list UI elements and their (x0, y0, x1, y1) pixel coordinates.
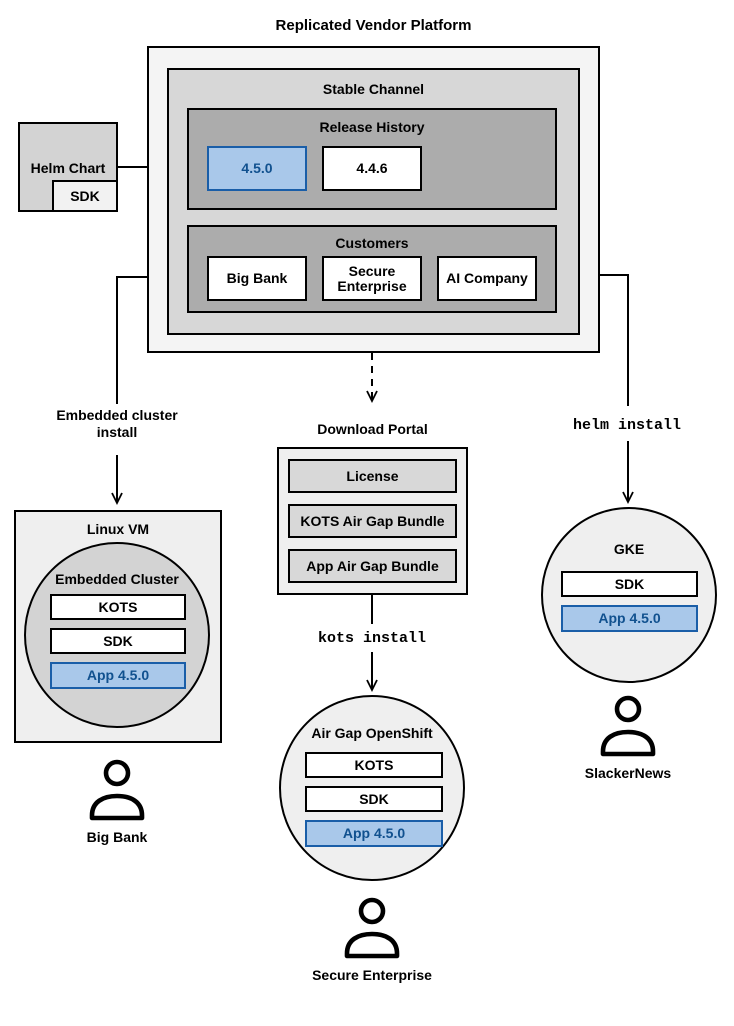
vendor-platform-box: Stable Channel Release History 4.5.0 4.4… (147, 46, 600, 353)
component-box-app: App 4.5.0 (50, 662, 186, 689)
air-gap-openshift-circle: Air Gap OpenShift KOTS SDK App 4.5.0 (279, 695, 465, 881)
embedded-cluster-install-label: Embedded cluster install (56, 407, 178, 440)
user-label-slackernews: SlackerNews (584, 765, 672, 781)
diagram-title: Replicated Vendor Platform (275, 17, 472, 34)
person-icon (344, 897, 400, 959)
customer-box-ai-company: AI Company (437, 256, 537, 301)
gke-label: GKE (613, 541, 645, 557)
release-history-label: Release History (319, 119, 425, 135)
stable-channel-box: Stable Channel Release History 4.5.0 4.4… (167, 68, 580, 335)
portal-item-app-airgap-bundle: App Air Gap Bundle (288, 549, 457, 583)
kots-install-label: kots install (317, 630, 427, 647)
linux-vm-label: Linux VM (86, 521, 150, 537)
release-version-box-4-5-0: 4.5.0 (207, 146, 307, 191)
customers-label: Customers (335, 235, 409, 251)
linux-vm-box: Linux VM Embedded Cluster KOTS SDK App 4… (14, 510, 222, 743)
component-box-kots: KOTS (305, 752, 443, 778)
customers-box: Customers Big Bank Secure Enterprise AI … (187, 225, 557, 313)
component-box-sdk: SDK (561, 571, 698, 597)
embedded-cluster-circle: Embedded Cluster KOTS SDK App 4.5.0 (24, 542, 210, 728)
component-box-app: App 4.5.0 (561, 605, 698, 632)
helm-chart-box: Helm Chart SDK (18, 122, 118, 212)
person-icon (89, 759, 145, 821)
release-history-box: Release History 4.5.0 4.4.6 (187, 108, 557, 210)
download-portal-label: Download Portal (317, 421, 428, 437)
person-icon (600, 695, 656, 757)
component-box-kots: KOTS (50, 594, 186, 620)
component-box-sdk: SDK (50, 628, 186, 654)
helm-chart-sdk-box: SDK (52, 180, 118, 212)
portal-item-kots-airgap-bundle: KOTS Air Gap Bundle (288, 504, 457, 538)
embedded-cluster-label: Embedded Cluster (55, 571, 179, 587)
helm-install-label: helm install (572, 417, 682, 434)
release-version-box-4-4-6: 4.4.6 (322, 146, 422, 191)
stable-channel-label: Stable Channel (322, 81, 425, 97)
customer-box-secure-enterprise: Secure Enterprise (322, 256, 422, 301)
helm-chart-label: Helm Chart (30, 160, 106, 176)
user-label-big-bank: Big Bank (86, 829, 148, 845)
gke-circle: GKE SDK App 4.5.0 (541, 507, 717, 683)
component-box-sdk: SDK (305, 786, 443, 812)
customer-box-big-bank: Big Bank (207, 256, 307, 301)
portal-item-license: License (288, 459, 457, 493)
download-portal-box: License KOTS Air Gap Bundle App Air Gap … (277, 447, 468, 595)
component-box-app: App 4.5.0 (305, 820, 443, 847)
user-label-secure-enterprise: Secure Enterprise (312, 967, 432, 983)
air-gap-openshift-label: Air Gap OpenShift (311, 725, 433, 741)
